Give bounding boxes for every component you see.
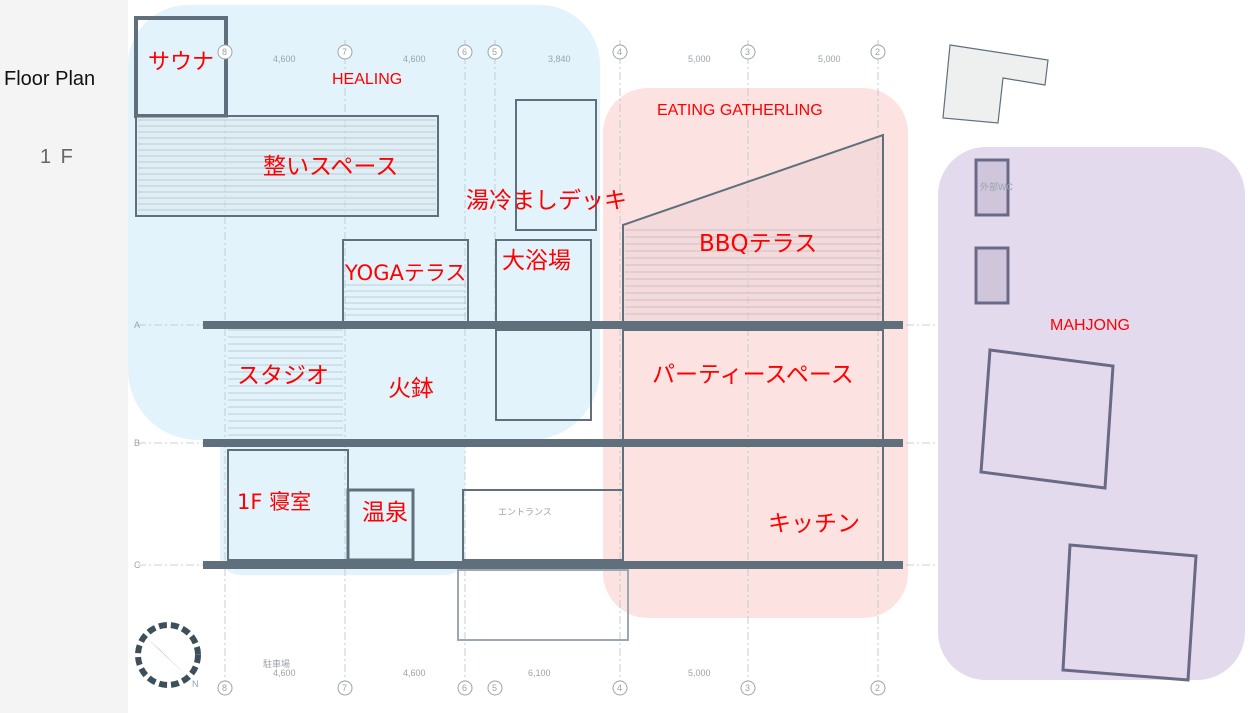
floor-label[interactable]: 1 F [40,146,75,168]
grid-col-label: 3 [745,683,750,693]
room-kitchen: キッチン [768,511,860,537]
grid-marker [870,680,886,696]
dimension-label: 4,600 [273,668,296,678]
grid-marker [337,44,353,60]
grid-row-label: A [134,320,140,330]
grid-col-label: 8 [222,683,227,693]
grid-marker [487,680,503,696]
room-bedroom: 1F 寝室 [237,490,312,514]
grid-marker [217,44,233,60]
dimension-label: 4,600 [273,54,296,64]
room-onsen: 温泉 [362,500,408,526]
room-daiyokujo: 大浴場 [502,248,571,274]
compass: N [135,622,201,689]
grid-col-label: 8 [222,47,227,57]
room-hibachi: 火鉢 [388,376,434,402]
entrance-label: エントランス [498,507,552,517]
grid-col-label: 4 [617,683,622,693]
room-studio: スタジオ [237,363,329,389]
grid-marker [870,44,886,60]
grid-col-label: 6 [462,683,467,693]
grid-row-label: C [134,560,141,570]
dimension-label: 3,840 [548,54,571,64]
grid-marker [457,680,473,696]
grid-marker [612,680,628,696]
grid-marker [740,44,756,60]
room-yoga: YOGAテラス [345,261,467,285]
sidebar: Floor Plan 1 F [0,0,128,713]
plan-drawing: N エントランス 駐車場 外部WC 88776655443322ABC4,600… [134,16,1198,696]
zone-mahjong-label: MAHJONG [1050,317,1130,334]
room-totonoi: 整いスペース [263,154,399,180]
grid-col-label: 7 [342,683,347,693]
grid-col-label: 2 [875,47,880,57]
zone-healing-lower [220,430,465,575]
grid-col-label: 3 [745,47,750,57]
room-yuzamashi: 湯冷ましデッキ [466,188,627,214]
grid-marker [612,44,628,60]
grid-col-label: 7 [342,47,347,57]
grid-marker [217,680,233,696]
dimension-label: 5,000 [688,54,711,64]
zone-healing [128,5,600,440]
room-bbq: BBQテラス [699,231,818,257]
grid-col-label: 5 [492,47,497,57]
grid-col-label: 4 [617,47,622,57]
sidebar-title: Floor Plan [4,68,96,90]
grid-col-label: 5 [492,683,497,693]
outdoor-wc-label: 外部WC [980,181,1013,192]
zone-eating-label: EATING GATHERLING [657,102,823,119]
grid-marker [337,680,353,696]
deck-hatching [138,119,881,436]
beams [203,321,903,569]
dimension-label: 6,100 [528,668,551,678]
grid-marker [457,44,473,60]
grid-marker [487,44,503,60]
dimension-label: 5,000 [688,668,711,678]
zone-healing-label: HEALING [332,71,403,88]
compass-north-label: N [192,679,199,689]
parking-label: 駐車場 [263,658,290,669]
room-sauna: サウナ [148,50,215,75]
grid-row-label: B [134,438,140,448]
dimension-label: 4,600 [403,668,426,678]
dimension-label: 4,600 [403,54,426,64]
grid-col-label: 6 [462,47,467,57]
dimension-label: 5,000 [818,54,841,64]
grid-marker [740,680,756,696]
room-party: パーティースペース [652,362,854,388]
grid-col-label: 2 [875,683,880,693]
